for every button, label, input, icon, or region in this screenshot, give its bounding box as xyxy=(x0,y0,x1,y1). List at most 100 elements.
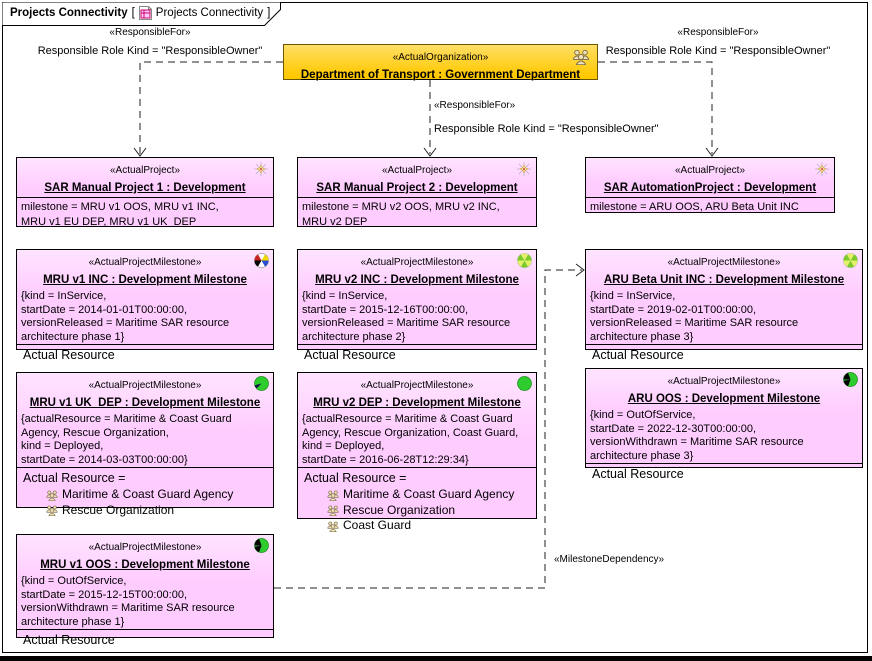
resource-name: Rescue Organization xyxy=(343,502,456,517)
stereotype-label: «ActualProjectMilestone» xyxy=(360,380,474,391)
edge-label-responsiblefor-right[interactable]: «ResponsibleFor» Responsible Role Kind =… xyxy=(596,27,840,57)
tab-bracket-left: [ xyxy=(131,7,135,19)
role-kind-label: Responsible Role Kind = "ResponsibleOwne… xyxy=(37,45,263,57)
node-milestone-mru-v1-inc[interactable]: «ActualProjectMilestone» MRU v1 INC : De… xyxy=(16,249,274,362)
stereotype-label: «ActualProjectMilestone» xyxy=(88,257,202,268)
compartment-label: Actual Resource = xyxy=(23,471,126,486)
actual-resource-compartment: Actual Resource xyxy=(17,344,273,366)
stereotype-label: «ActualProjectMilestone» xyxy=(88,542,202,553)
node-milestone-aru-beta-unit-inc[interactable]: «ActualProjectMilestone» ARU Beta Unit I… xyxy=(585,249,863,362)
tab-context-name: Projects Connectivity xyxy=(155,7,264,19)
organization-people-icon xyxy=(571,49,591,65)
stereotype-label: «ActualProjectMilestone» xyxy=(667,376,781,387)
edge-label-responsiblefor-left[interactable]: «ResponsibleFor» Responsible Role Kind =… xyxy=(28,27,272,57)
element-name: ARU OOS : Development Milestone xyxy=(627,393,821,405)
edge-label-responsiblefor-middle[interactable]: «ResponsibleFor» Responsible Role Kind =… xyxy=(434,100,659,135)
compartment-label: Actual Resource = xyxy=(304,471,407,486)
diagram-tab[interactable]: Projects Connectivity [ Projects Connect… xyxy=(1,1,284,26)
people-icon xyxy=(326,521,340,532)
milestone-attributes: {actualResource = Maritime & Coast Guard… xyxy=(21,413,232,466)
node-milestone-mru-v2-dep[interactable]: «ActualProjectMilestone» MRU v2 DEP : De… xyxy=(297,372,537,532)
project-star-icon xyxy=(814,161,830,177)
milestone-attributes: {kind = OutOfService, startDate = 2022-1… xyxy=(590,409,804,462)
node-milestone-aru-oos[interactable]: «ActualProjectMilestone» ARU OOS : Devel… xyxy=(585,368,863,481)
project-milestone-list: milestone = MRU v2 OOS, MRU v2 INC, MRU … xyxy=(298,197,536,232)
stereotype-label: «MilestoneDependency» xyxy=(554,554,665,565)
element-name: MRU v1 OOS : Development Milestone xyxy=(40,559,250,571)
people-icon xyxy=(326,490,340,501)
element-name: Department of Transport : Government Dep… xyxy=(300,69,581,81)
compartment-label: Actual Resource xyxy=(592,348,684,363)
milestone-attributes: {kind = InService, startDate = 2019-02-0… xyxy=(590,290,799,343)
milestone-pie-green-black-icon xyxy=(254,538,269,553)
resource-name: Maritime & Coast Guard Agency xyxy=(62,487,234,502)
project-star-icon xyxy=(516,161,532,177)
compartment-label: Actual Resource xyxy=(23,348,115,363)
actual-resource-compartment: Actual Resource = Maritime & Coast Guard… xyxy=(298,467,536,536)
milestone-pinwheel-green-icon xyxy=(517,253,532,268)
stereotype-label: «ActualProject» xyxy=(674,165,746,176)
project-milestone-list: milestone = ARU OOS, ARU Beta Unit INC xyxy=(586,197,834,217)
milestone-pinwheel-green-icon xyxy=(843,253,858,268)
milestone-attributes: {kind = OutOfService, startDate = 2015-1… xyxy=(21,575,235,628)
window-bottom-border xyxy=(0,656,872,661)
compartment-label: Actual Resource xyxy=(592,467,684,482)
stereotype-label: «ActualProject» xyxy=(109,165,181,176)
project-milestone-list: milestone = MRU v1 OOS, MRU v1 INC, MRU … xyxy=(17,197,273,232)
element-name: MRU v2 DEP : Development Milestone xyxy=(313,397,521,409)
stereotype-label: «ActualProjectMilestone» xyxy=(360,257,474,268)
element-name: MRU v1 INC : Development Milestone xyxy=(43,274,247,286)
project-star-icon xyxy=(253,161,269,177)
tab-bracket-right: ] xyxy=(267,7,271,19)
people-icon xyxy=(326,505,340,516)
resource-item[interactable]: Rescue Organization xyxy=(45,503,267,519)
element-name: SAR Manual Project 1 : Development xyxy=(44,182,246,194)
element-name: SAR AutomationProject : Development xyxy=(603,182,817,194)
stereotype-label: «ActualProjectMilestone» xyxy=(88,380,202,391)
diagram-kind-icon xyxy=(138,6,152,20)
compartment-label: Actual Resource xyxy=(23,633,115,648)
element-name: ARU Beta Unit INC : Development Mileston… xyxy=(603,274,845,286)
people-icon xyxy=(45,505,59,516)
milestone-pie-green-icon xyxy=(254,376,269,391)
node-project-sar-automation[interactable]: «ActualProject» SAR AutomationProject : … xyxy=(585,157,835,213)
stereotype-label: «ResponsibleFor» xyxy=(434,100,516,111)
node-milestone-mru-v2-inc[interactable]: «ActualProjectMilestone» MRU v2 INC : De… xyxy=(297,249,537,362)
node-actual-organization[interactable]: «ActualOrganization» Department of Trans… xyxy=(283,44,598,81)
stereotype-label: «ResponsibleFor» xyxy=(109,27,191,38)
actual-resource-compartment: Actual Resource xyxy=(298,344,536,366)
stereotype-label: «ActualOrganization» xyxy=(392,52,489,63)
milestone-circle-green-icon xyxy=(517,376,532,391)
element-name: MRU v1 UK DEP : Development Milestone xyxy=(29,397,261,409)
actual-resource-compartment: Actual Resource = Maritime & Coast Guard… xyxy=(17,467,273,520)
actual-resource-compartment: Actual Resource xyxy=(17,629,273,651)
resource-name: Maritime & Coast Guard Agency xyxy=(343,487,515,502)
compartment-label: Actual Resource xyxy=(304,348,396,363)
element-name: MRU v2 INC : Development Milestone xyxy=(315,274,519,286)
milestone-attributes: {kind = InService, startDate = 2015-12-1… xyxy=(302,290,511,343)
resource-item[interactable]: Coast Guard xyxy=(326,518,530,534)
node-milestone-mru-v1-uk-dep[interactable]: «ActualProjectMilestone» MRU v1 UK DEP :… xyxy=(16,372,274,517)
stereotype-label: «ResponsibleFor» xyxy=(677,27,759,38)
edge-label-milestone-dependency[interactable]: «MilestoneDependency» xyxy=(554,554,664,566)
milestone-pie-multicolor-icon xyxy=(254,253,269,268)
resource-item[interactable]: Maritime & Coast Guard Agency xyxy=(45,487,267,503)
element-name: SAR Manual Project 2 : Development xyxy=(316,182,518,194)
resource-item[interactable]: Maritime & Coast Guard Agency xyxy=(326,487,530,503)
node-project-sar-manual-2[interactable]: «ActualProject» SAR Manual Project 2 : D… xyxy=(297,157,537,228)
resource-item[interactable]: Rescue Organization xyxy=(326,503,530,519)
diagram-title: Projects Connectivity xyxy=(10,7,128,19)
node-project-sar-manual-1[interactable]: «ActualProject» SAR Manual Project 1 : D… xyxy=(16,157,274,228)
people-icon xyxy=(45,490,59,501)
resource-name: Rescue Organization xyxy=(62,502,175,517)
node-milestone-mru-v1-oos[interactable]: «ActualProjectMilestone» MRU v1 OOS : De… xyxy=(16,534,274,647)
stereotype-label: «ActualProjectMilestone» xyxy=(667,257,781,268)
milestone-attributes: {kind = InService, startDate = 2014-01-0… xyxy=(21,290,230,343)
actual-resource-compartment: Actual Resource xyxy=(586,463,862,485)
milestone-pie-green-black-icon xyxy=(843,372,858,387)
resource-name: Coast Guard xyxy=(343,518,412,533)
role-kind-label: Responsible Role Kind = "ResponsibleOwne… xyxy=(605,45,831,57)
